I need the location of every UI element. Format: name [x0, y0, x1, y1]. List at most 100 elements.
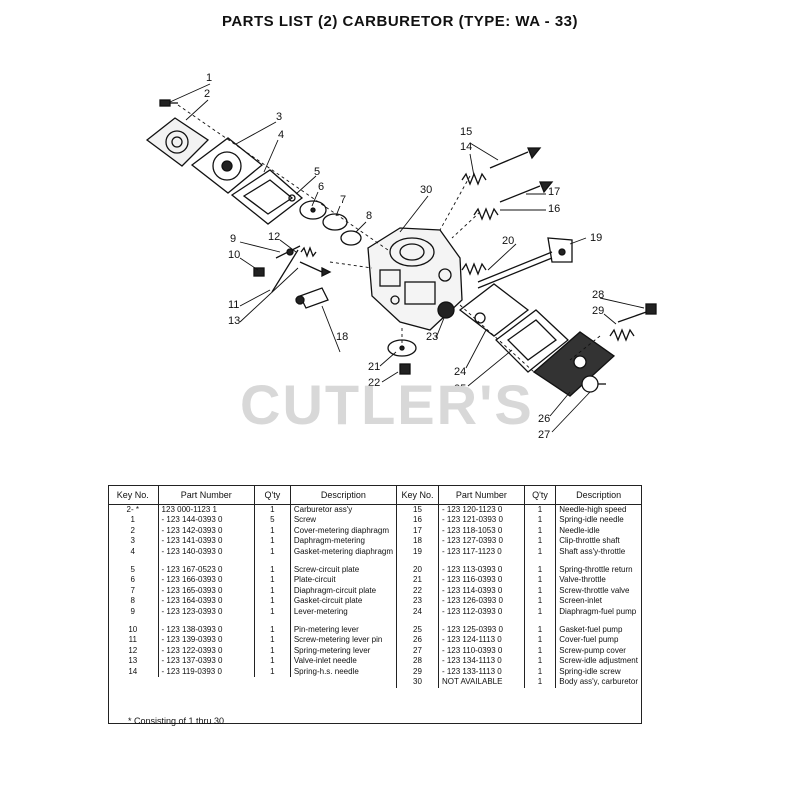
callout-1: 1: [206, 72, 212, 84]
callout-21: 21: [368, 361, 380, 373]
qty-cell: 1: [254, 546, 291, 558]
description-cell: Needle-idle: [559, 525, 600, 535]
description-cell: Daphragm-metering: [293, 536, 365, 546]
callout-17: 17: [548, 186, 560, 198]
footnote: * Consisting of 1 thru 30: [128, 716, 225, 726]
callout-9: 9: [230, 233, 236, 245]
description-cell: Clip-throttle shaft: [559, 536, 620, 546]
callout-6: 6: [318, 181, 324, 193]
spacer-cell: [556, 617, 641, 625]
part-number-cell: - 123 124-1113 0: [438, 635, 525, 646]
key-cell: 11: [108, 635, 159, 646]
part-spring-29: [609, 328, 635, 342]
header-part-number: Part Number: [438, 485, 525, 505]
key-cell: 4: [108, 546, 159, 558]
description-cell: Spring-metering lever: [293, 645, 371, 655]
part-number-cell: - 123 139-0393 0: [158, 635, 255, 646]
spacer-cell: [524, 617, 557, 626]
qty-cell: 1: [524, 606, 557, 618]
part-diaphragm-24: [458, 283, 530, 337]
part-number-cell: - 123 138-0393 0: [158, 625, 255, 636]
group-spacer: [108, 617, 396, 626]
part-lever-9: [275, 245, 301, 259]
part-cover-2: [145, 117, 210, 167]
callout-28: 28: [592, 289, 604, 301]
part-clip-18: [295, 287, 329, 309]
part-screw-5: [288, 194, 296, 202]
callout-13: 13: [228, 315, 240, 327]
qty-cell: 1: [524, 575, 557, 586]
spacer-cell: [438, 617, 525, 626]
part-number-cell: - 123 114-0393 0: [438, 585, 525, 597]
key-cell: 22: [396, 585, 439, 597]
key-cell: 25: [396, 625, 439, 636]
callout-19: 19: [590, 232, 602, 244]
watermark: CUTLER'S: [240, 373, 534, 436]
key-cell: 7: [108, 585, 159, 597]
description-cell: Spring-idle needle: [559, 515, 624, 525]
callout-15: 15: [460, 126, 472, 138]
description-cell: Screw: [293, 515, 317, 525]
description-cell: Plate-circuit: [293, 575, 336, 585]
header-description: Description: [290, 485, 396, 505]
key-cell: 16: [396, 515, 439, 526]
part-number-cell: - 123 144-0393 0: [158, 515, 255, 526]
part-number-cell: - 123 165-0393 0: [158, 585, 255, 597]
callout-10: 10: [228, 249, 240, 261]
qty-cell: 1: [524, 525, 557, 537]
part-number-cell: - 123 126-0393 0: [438, 596, 525, 607]
spacer-cell: [524, 557, 557, 566]
header-qty: Q'ty: [254, 485, 291, 505]
qty-cell: 1: [254, 666, 291, 678]
qty-cell: 5: [254, 515, 291, 526]
part-plate-6: [299, 200, 327, 220]
spacer-cell: [396, 617, 439, 626]
part-number-cell: - 123 122-0393 0: [158, 645, 255, 657]
key-cell: 17: [396, 525, 439, 537]
description-cell: Body ass'y, carburetor: [559, 677, 638, 687]
part-screw-28: [617, 303, 657, 323]
callout-18: 18: [336, 331, 348, 343]
callout-11: 11: [228, 299, 239, 311]
description-cell: Screw-idle adjustment: [559, 656, 638, 666]
part-number-cell: - 123 167-0523 0: [158, 565, 255, 576]
key-cell: 5: [108, 565, 159, 576]
qty-cell: 1: [254, 606, 291, 618]
header-key-no: Key No.: [396, 485, 439, 505]
part-spring-12: [300, 246, 317, 258]
spacer-cell: [108, 617, 159, 626]
qty-cell: 1: [254, 656, 291, 667]
callout-20: 20: [502, 235, 514, 247]
part-number-cell: 123 000-1123 1: [158, 504, 255, 516]
description-cell: Lever-metering: [293, 606, 348, 616]
part-number-cell: - 123 164-0393 0: [158, 596, 255, 607]
description-cell: Valve-inlet needle: [293, 656, 357, 666]
part-pin-10: [271, 249, 299, 293]
callout-26: 26: [538, 413, 550, 425]
callout-16: 16: [548, 203, 560, 215]
part-body-30: [367, 227, 463, 331]
part-number-cell: - 123 118-1053 0: [438, 525, 525, 537]
part-screw-27: [581, 375, 606, 393]
part-gasket-4: [230, 169, 304, 225]
group-spacer: [396, 557, 642, 566]
callout-7: 7: [340, 194, 346, 206]
part-shaft-19: [477, 237, 573, 289]
qty-cell: 1: [524, 565, 557, 576]
part-number-cell: - 123 125-0393 0: [438, 625, 525, 636]
